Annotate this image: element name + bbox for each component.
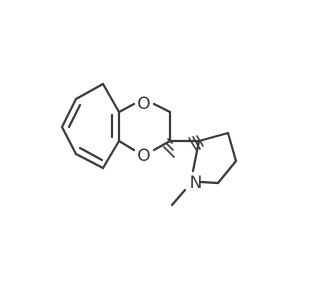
bond-benzene-5 <box>101 139 121 170</box>
bond-benzene-1 <box>74 82 105 101</box>
atom-oxygen-top: O <box>137 94 150 114</box>
dioxane-ring <box>117 102 172 152</box>
bond-ar-o-top <box>117 102 136 114</box>
pyrrolidine-ring <box>191 131 238 185</box>
bond-benzene-3 <box>60 125 78 156</box>
bond-benzene-4 <box>74 152 105 170</box>
bond-pyr-c5-n <box>199 180 220 185</box>
bond-benzene-2 <box>60 97 78 129</box>
bond-benzene-double-1 <box>67 103 82 129</box>
stereo-hash-pyrrolidine <box>188 135 204 152</box>
bond-o-top-ch2 <box>152 102 172 114</box>
bond-o-bottom-ar <box>117 139 136 152</box>
benzene-ring <box>60 82 121 170</box>
bond-pyr-c2-c3 <box>197 131 230 143</box>
bond-n-methyl <box>170 188 187 207</box>
bond-ch-o-bottom <box>152 139 172 152</box>
bond-pyr-c4-c5 <box>216 159 238 185</box>
atom-oxygen-bottom: O <box>137 146 150 166</box>
bond-benzene-double-2 <box>78 146 104 162</box>
atom-nitrogen: N <box>190 173 203 193</box>
bond-benzene-7 <box>101 82 121 114</box>
bond-pyr-c3-c4 <box>226 131 238 163</box>
bond-pyr-n-c2 <box>191 139 201 173</box>
chemical-structure: O O N <box>60 82 238 207</box>
